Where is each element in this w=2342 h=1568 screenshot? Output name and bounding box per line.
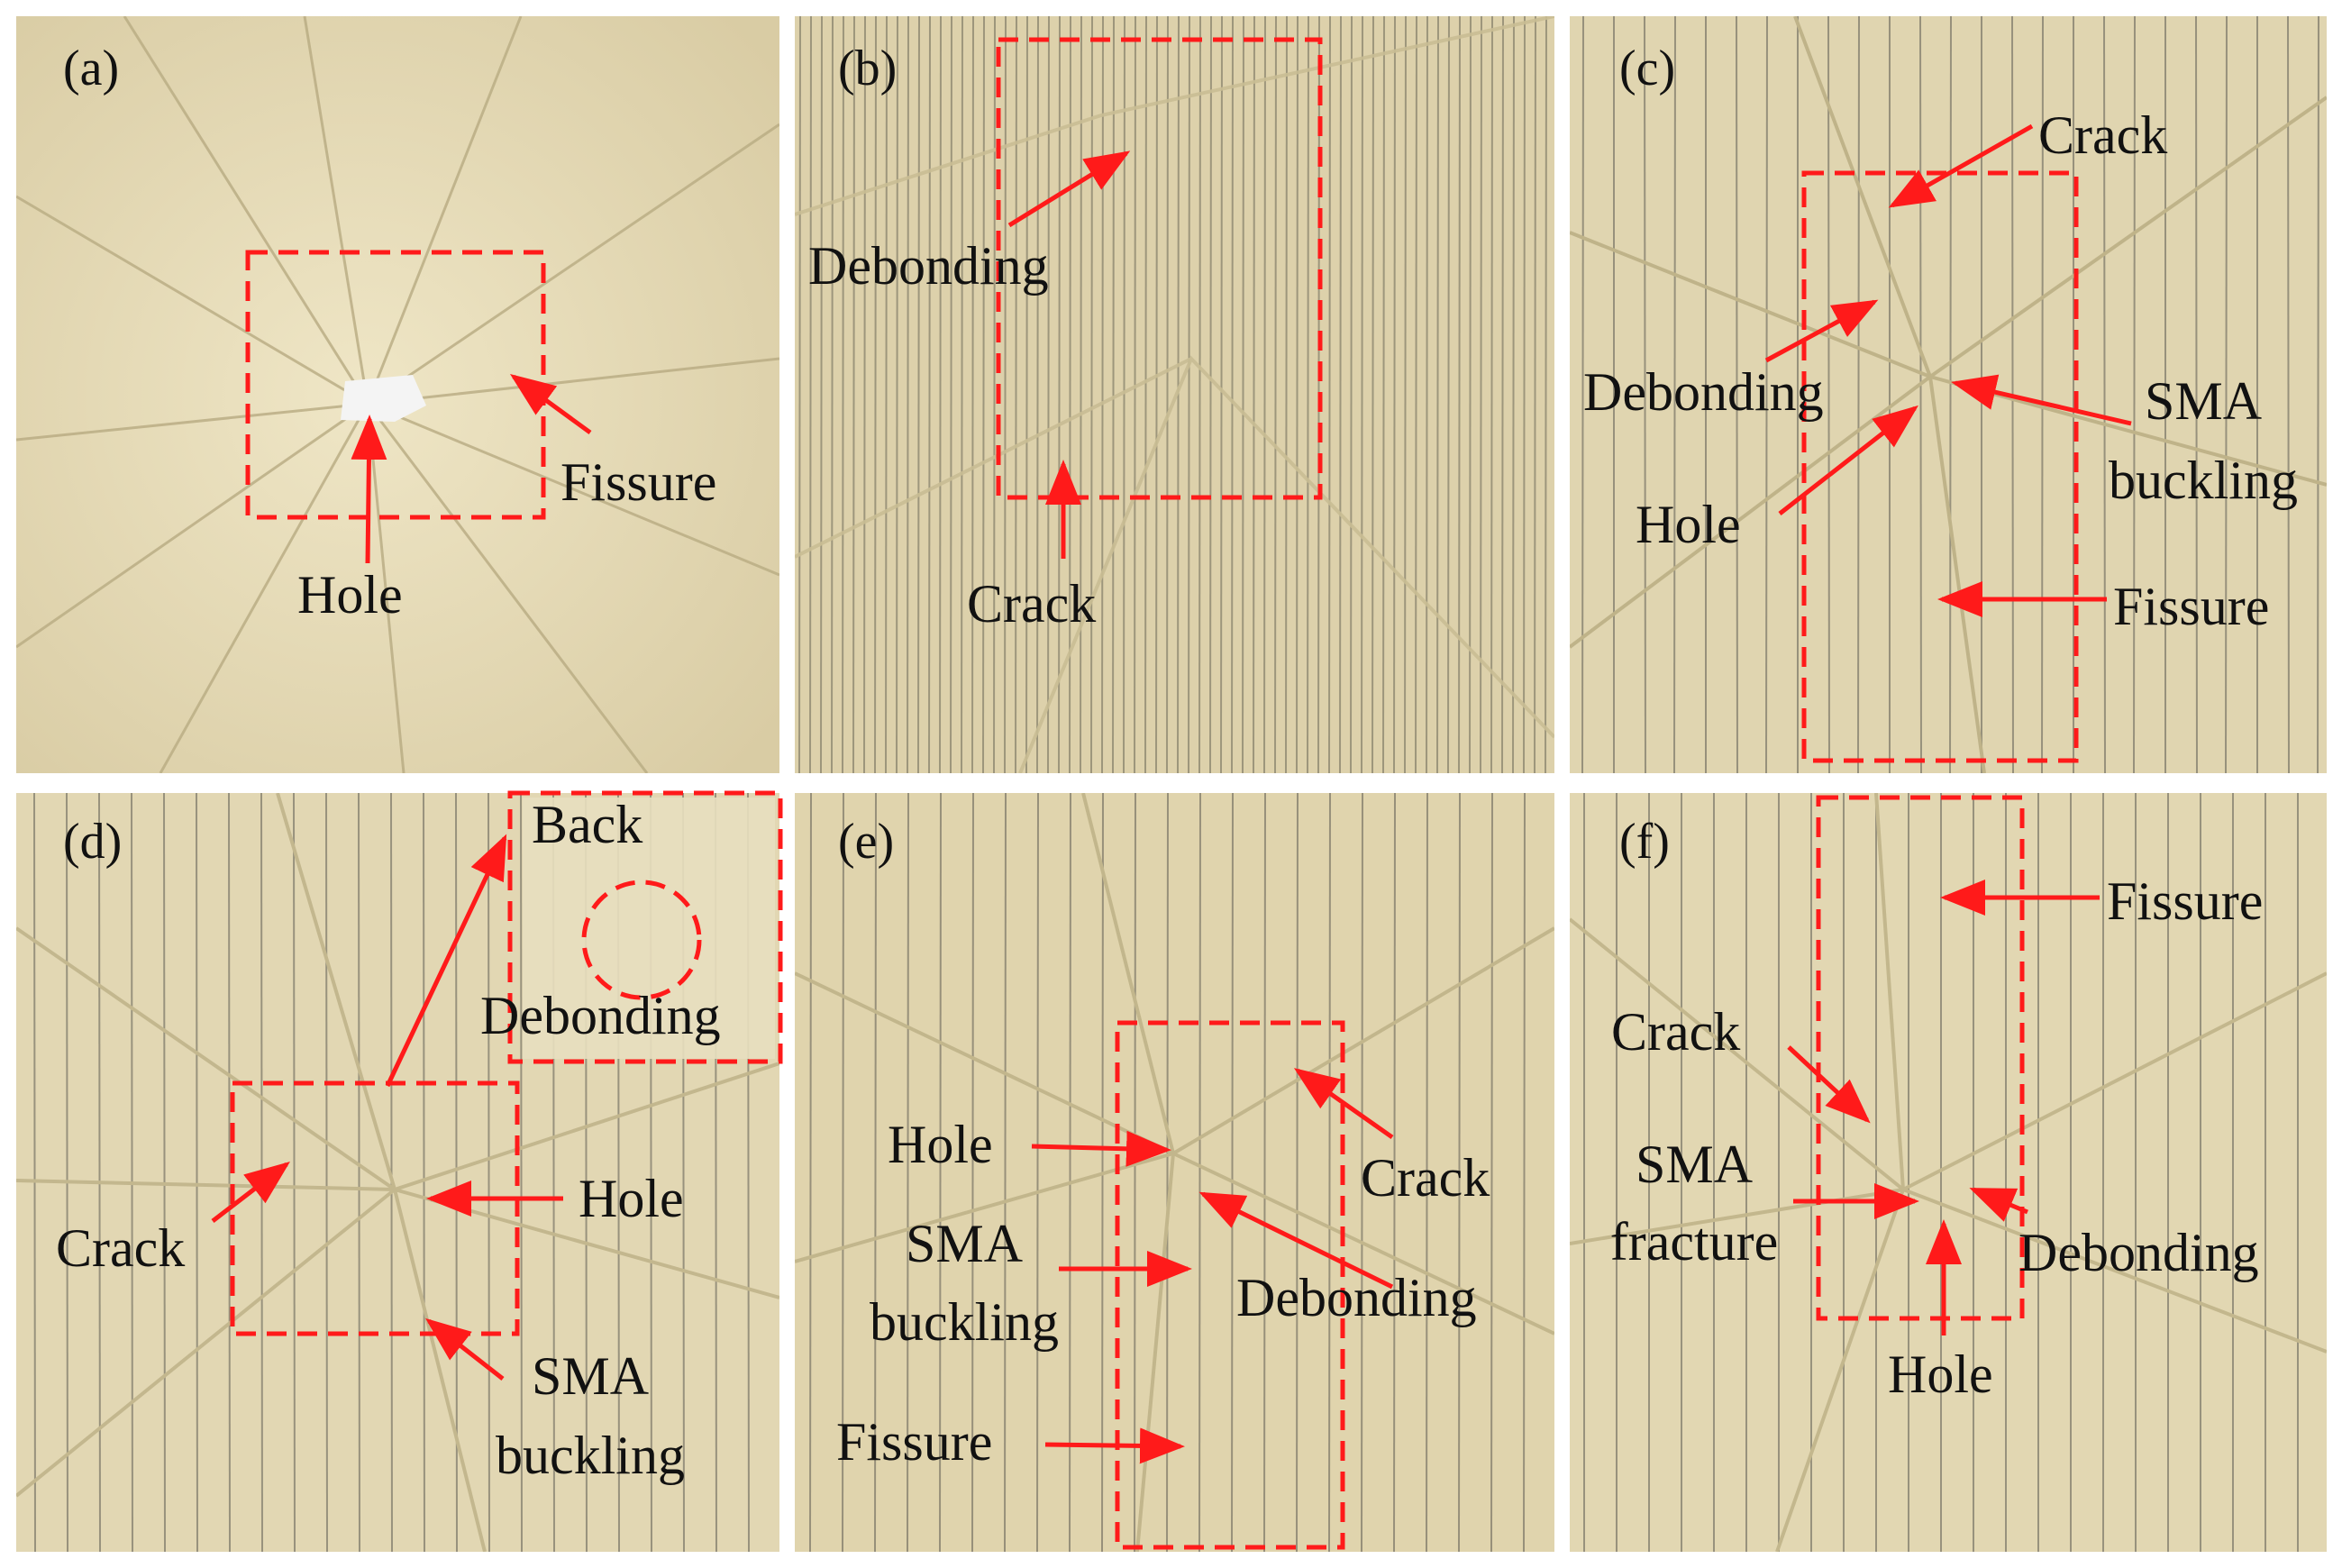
panel-label-f: (f) <box>1619 814 1670 870</box>
dashed-circle-d <box>581 880 702 1000</box>
panel-c-photo <box>1570 16 2327 773</box>
label-e-crack: Crack <box>1361 1148 1490 1208</box>
arrow-a-fissure <box>509 374 592 435</box>
panel-label-e: (e) <box>838 814 895 870</box>
arrow-d-crack <box>211 1161 290 1223</box>
arrow-c-crack <box>1888 123 2034 208</box>
label-f-fissure: Fissure <box>2107 871 2264 931</box>
panel-label-d: (d) <box>63 814 123 870</box>
label-f-hole: Hole <box>1888 1345 1993 1404</box>
panel-d-photo <box>16 793 779 1552</box>
label-c-sma: SMA <box>2144 371 2263 431</box>
label-e-hole: Hole <box>888 1115 993 1174</box>
label-d-back: Back <box>532 795 643 854</box>
label-c-crack: Crack <box>2038 105 2168 165</box>
label-e-debonding: Debonding <box>1236 1268 1477 1327</box>
label-c-hole: Hole <box>1636 495 1741 554</box>
panel-label-c: (c) <box>1619 41 1676 96</box>
label-c-buckling: buckling <box>2109 451 2298 510</box>
arrow-f-debonding <box>1969 1187 2028 1222</box>
arrow-d-sma <box>425 1317 505 1381</box>
label-f-debonding: Debonding <box>2018 1223 2259 1282</box>
label-b-debonding: Debonding <box>808 236 1049 296</box>
arrow-e-debonding <box>1198 1191 1394 1290</box>
panel-b-photo <box>795 16 1554 773</box>
label-d-debonding: Debonding <box>480 986 721 1045</box>
arrow-a-hole <box>351 415 387 564</box>
dashed-box-b <box>996 37 1323 500</box>
arrow-c-hole <box>1778 405 1918 515</box>
arrow-e-hole <box>1031 1130 1171 1167</box>
panel-label-b: (b) <box>838 41 898 96</box>
panel-f-photo <box>1570 793 2327 1552</box>
arrow-c-debonding <box>1764 299 1879 363</box>
label-c-debonding: Debonding <box>1583 362 1824 422</box>
label-e-buckling: buckling <box>870 1292 1059 1352</box>
label-d-hole: Hole <box>579 1169 684 1228</box>
label-a-hole: Hole <box>297 565 403 624</box>
dashed-box-d-inset <box>507 790 783 1064</box>
arrow-f-crack <box>1787 1045 1871 1124</box>
dashed-box-c <box>1801 170 2079 763</box>
label-e-sma: SMA <box>905 1214 1024 1273</box>
label-d-buckling: buckling <box>496 1426 685 1485</box>
dashed-box-a <box>245 250 546 520</box>
label-d-crack: Crack <box>56 1218 186 1278</box>
label-f-sma: SMA <box>1635 1135 1754 1194</box>
panel-label-a: (a) <box>63 41 120 96</box>
label-e-fissure: Fissure <box>836 1412 993 1472</box>
label-a-fissure: Fissure <box>560 452 717 512</box>
arrow-b-debonding <box>1007 150 1131 228</box>
arrow-e-crack <box>1293 1068 1394 1140</box>
label-f-crack: Crack <box>1611 1002 1741 1062</box>
arrow-e-fissure <box>1044 1427 1185 1464</box>
label-b-crack: Crack <box>967 574 1097 634</box>
dashed-box-f <box>1816 795 2025 1321</box>
label-d-sma: SMA <box>531 1346 650 1406</box>
panel-a-photo <box>16 16 779 773</box>
arrow-c-sma <box>1951 374 2132 426</box>
label-c-fissure: Fissure <box>2113 577 2270 636</box>
dashed-box-e <box>1115 1020 1345 1550</box>
arrow-d-back <box>385 834 507 1088</box>
label-f-fracture: fracture <box>1609 1212 1779 1272</box>
panel-e-photo <box>795 793 1554 1552</box>
dashed-box-d <box>230 1080 520 1336</box>
